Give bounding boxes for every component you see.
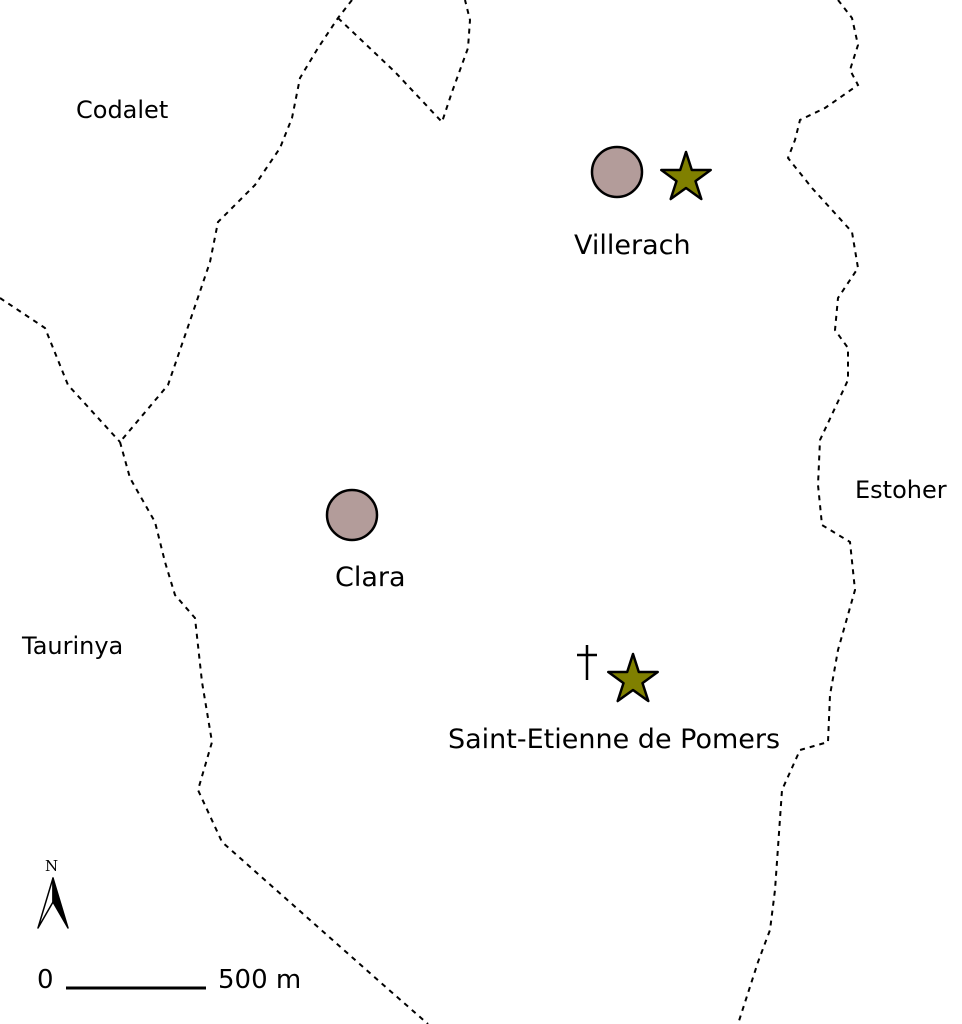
settlement-circle-clara [325, 488, 379, 542]
star-icon-villerach [660, 150, 712, 201]
village-label-villerach: Villerach [574, 230, 691, 261]
scale-bar: 0 500 m [37, 965, 301, 995]
scale-bar-start-label: 0 [37, 965, 54, 995]
municipality-label-codalet: Codalet [76, 96, 168, 124]
north-arrow-right-half [52, 877, 69, 929]
boundary-codalet-notch [337, 0, 472, 124]
north-label: N [45, 857, 58, 875]
municipality-label-taurinya: Taurinya [21, 632, 123, 660]
village-label-clara: Clara [335, 562, 406, 593]
boundary-estoher [737, 0, 860, 1024]
north-arrow-left-half [37, 877, 54, 929]
star-icon-saint-etienne [607, 652, 659, 703]
scale-bar-end-label: 500 m [218, 965, 301, 995]
north-arrow: N [37, 857, 69, 929]
municipality-label-estoher: Estoher [855, 476, 947, 504]
boundary-codalet-taurinya [0, 297, 121, 443]
boundary-taurinya [119, 441, 429, 1024]
cross-icon-saint-etienne [577, 645, 597, 680]
boundary-codalet-east [119, 0, 353, 443]
settlement-circle-villerach [590, 145, 644, 199]
village-label-saint-etienne: Saint-Etienne de Pomers [448, 724, 780, 755]
